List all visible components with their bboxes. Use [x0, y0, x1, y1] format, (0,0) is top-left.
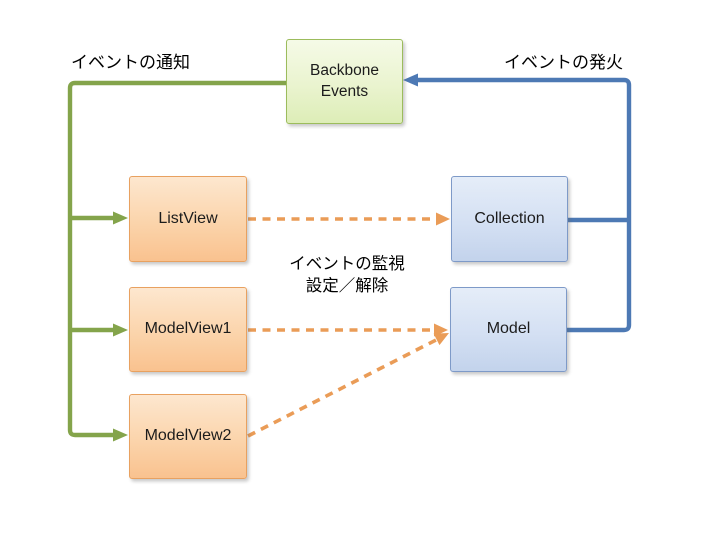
- arrowhead-to-collection: [436, 212, 450, 226]
- label-event-watch-line2: 設定／解除: [305, 277, 389, 295]
- label-event-watch: イベントの監視 設定／解除: [272, 253, 422, 297]
- node-model-label: Model: [486, 320, 531, 338]
- node-modelview1-label: ModelView1: [144, 320, 232, 338]
- node-backbone-events-label: Backbone Events: [310, 62, 379, 100]
- blue-trunk-line: [418, 77, 632, 333]
- arrowhead-to-modelview1: [113, 323, 128, 337]
- connector-green-arrowheads: [113, 211, 128, 442]
- label-event-notify: イベントの通知: [71, 53, 190, 72]
- green-trunk-line: [67, 80, 286, 438]
- arrowhead-to-model-diag: [433, 333, 449, 346]
- arrowhead-to-modelview2: [113, 428, 128, 442]
- node-collection-label: Collection: [474, 209, 545, 227]
- connector-orange-arrowheads: [433, 212, 450, 346]
- node-modelview2: ModelView2: [129, 394, 247, 479]
- dash-modelview2-model: [247, 338, 437, 438]
- node-modelview1: ModelView1: [129, 287, 247, 372]
- label-event-fire: イベントの発火: [504, 53, 623, 72]
- arrowhead-to-backbone: [403, 73, 418, 87]
- arrowhead-to-listview: [113, 211, 128, 225]
- node-collection: Collection: [451, 176, 568, 262]
- node-modelview2-label: ModelView2: [144, 427, 232, 445]
- connector-blue-fire: [418, 77, 632, 333]
- connector-orange-watch: [247, 217, 437, 438]
- node-listview: ListView: [129, 176, 247, 262]
- node-model: Model: [450, 287, 567, 372]
- node-backbone-events: Backbone Events: [286, 39, 403, 124]
- label-event-watch-line1: イベントの監視: [289, 255, 405, 273]
- node-listview-label: ListView: [158, 209, 218, 227]
- arrowhead-to-model-h: [434, 323, 448, 337]
- connector-green-notify: [67, 80, 286, 438]
